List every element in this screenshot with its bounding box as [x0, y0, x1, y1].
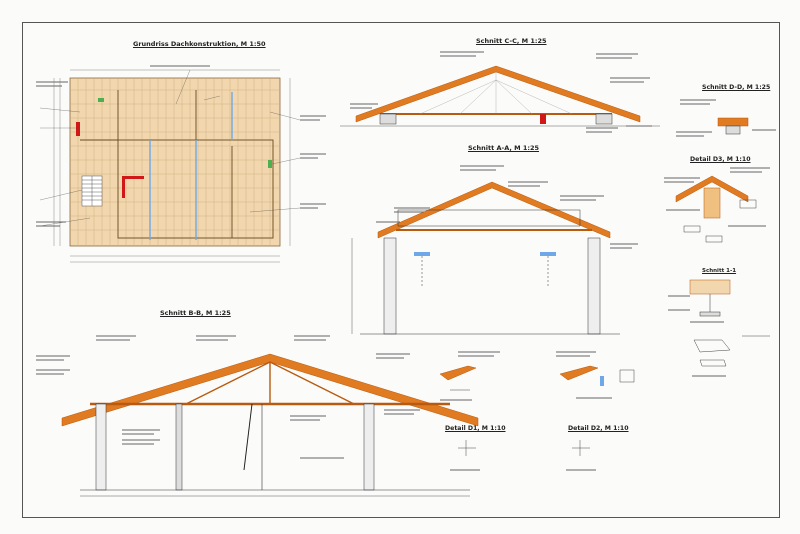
section-aa	[351, 165, 638, 335]
section-cc-title: Schnitt C-C, M 1:25	[476, 37, 547, 45]
detail-d3-title: Detail D3, M 1:10	[690, 156, 751, 163]
section-bb-title: Schnitt B-B, M 1:25	[160, 309, 231, 317]
detail-d3	[664, 167, 770, 243]
detail-d1-title: Detail D1, M 1:10	[445, 425, 506, 432]
detail-d2-title: Detail D2, M 1:10	[568, 425, 629, 432]
section-bb	[36, 335, 479, 497]
section-dd-title: Schnitt D-D, M 1:25	[702, 84, 771, 91]
section-11	[668, 279, 770, 377]
section-aa-title: Schnitt A-A, M 1:25	[468, 144, 540, 152]
detail-d2	[556, 351, 635, 471]
sheet-border	[22, 22, 780, 518]
floor-plan	[36, 65, 326, 263]
floor-plan-title: Grundriss Dachkonstruktion, M 1:50	[133, 40, 266, 48]
section-11-title: Schnitt 1-1	[702, 268, 737, 274]
section-dd	[676, 99, 776, 137]
section-cc	[340, 51, 660, 133]
detail-d1	[439, 351, 500, 471]
